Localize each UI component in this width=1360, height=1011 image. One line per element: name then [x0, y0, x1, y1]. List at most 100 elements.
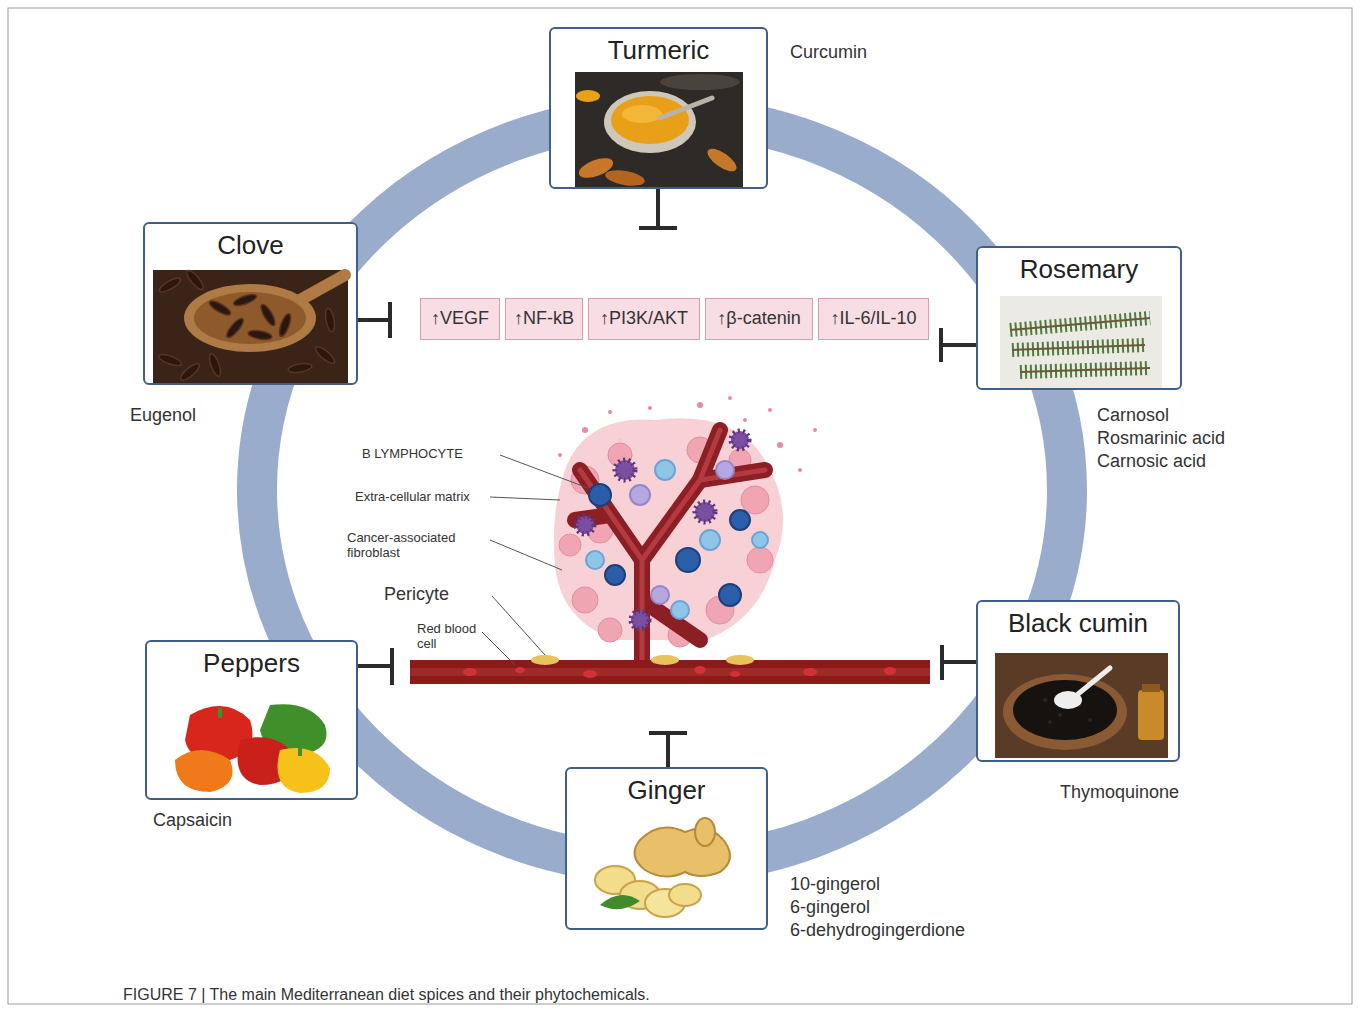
pathway-box: ↑PI3K/AKT: [588, 298, 700, 340]
tumor-illustration: [582, 427, 588, 433]
tumor-illustration: [747, 547, 773, 573]
clove-photo: [208, 299, 233, 318]
clove-photo: [194, 292, 306, 344]
tumor-illustration: [743, 418, 747, 422]
clove-photo: [247, 329, 272, 341]
tumor-illustration: [884, 667, 896, 675]
tumor-illustration: [731, 431, 749, 449]
phytochemical: Curcumin: [790, 42, 867, 63]
tumor-illustration: [651, 586, 669, 604]
pathway-name: ↑NF-kB: [514, 308, 574, 330]
black-cumin-photo: [1048, 720, 1052, 724]
pathway-box: ↑VEGF: [420, 298, 500, 340]
tumor-illustration: [576, 516, 594, 534]
tumor-illustration: [728, 396, 732, 400]
spice-box: Rosemary: [976, 246, 1182, 390]
pathway-name: ↑PI3K/AKT: [600, 308, 688, 330]
spice-name: Ginger: [627, 775, 705, 806]
tumor-illustration: [410, 396, 930, 684]
leader-line: [500, 455, 588, 488]
tumor-illustration: [651, 655, 679, 665]
peppers-photo: [165, 695, 340, 795]
tumor-illustration: [608, 410, 612, 414]
black-cumin-photo: [1142, 684, 1160, 692]
tumor-illustration: [695, 502, 715, 522]
ginger-photo: [590, 815, 745, 925]
inhibition-symbol: [358, 189, 976, 767]
turmeric-photo: [604, 168, 646, 189]
cell-label: Red blood cell: [417, 622, 489, 652]
leader-line: [490, 497, 560, 500]
inhibition-symbol: [358, 318, 390, 322]
rosemary-photo: [1010, 318, 1150, 372]
rosemary-photo: [1010, 318, 1150, 372]
spice-name: Black cumin: [1008, 608, 1148, 639]
inhibition-symbol: [666, 733, 670, 767]
black-cumin-photo: [995, 653, 1168, 758]
turmeric-photo: [576, 90, 600, 102]
turmeric-photo: [611, 96, 689, 144]
clove-photo: [287, 362, 312, 374]
tumor-illustration: [575, 430, 765, 672]
pathway-box: ↑β-catenin: [705, 298, 813, 340]
tumor-illustration: [531, 655, 754, 665]
spice-name: Peppers: [203, 648, 300, 679]
figure-frame: [8, 8, 1352, 1004]
clove-photo: [158, 276, 183, 295]
spice-name: Turmeric: [608, 35, 710, 66]
pathway-box: ↑IL-6/IL-10: [818, 298, 929, 340]
spice-box: Clove: [143, 222, 358, 385]
spice-box: Ginger: [565, 767, 768, 930]
black-cumin-photo: [995, 653, 1168, 758]
tumor-illustration: [410, 668, 930, 676]
turmeric-photo: [622, 105, 662, 123]
ginger-photo: [600, 895, 640, 909]
box-ground: [976, 246, 1182, 390]
tumor-illustration: [630, 461, 734, 604]
inhibition-symbol: [941, 343, 976, 347]
clove-photo: [153, 268, 348, 383]
tumor-illustration: [598, 618, 622, 642]
peppers-photo: [218, 708, 222, 718]
turmeric-photo: [660, 74, 740, 90]
leader-line: [482, 455, 588, 665]
tumor-illustration: [572, 587, 598, 613]
tumor-illustration: [583, 670, 597, 678]
spice-box: Turmeric: [549, 27, 768, 189]
inhibition-symbol: [940, 645, 944, 680]
rosemary-photo: [1020, 368, 1150, 372]
tumor-illustration: [605, 565, 625, 585]
clove-photo: [224, 316, 246, 340]
clove-photo: [313, 344, 337, 366]
tumor-illustration: [615, 460, 635, 480]
clove-photo: [259, 303, 278, 328]
tumor-illustration: [768, 408, 772, 412]
tumor-illustration: [798, 468, 802, 472]
box-ground: [549, 27, 768, 189]
phytochemical: Capsaicin: [153, 810, 232, 831]
clove-photo: [184, 284, 316, 352]
inhibition-symbol: [942, 660, 976, 664]
leader-line: [492, 596, 545, 655]
clove-photo: [277, 312, 293, 337]
black-cumin-photo: [1078, 668, 1110, 694]
inhibition-symbol: [639, 226, 677, 230]
spice-name: Clove: [217, 230, 283, 261]
inhibition-symbol: [390, 648, 394, 685]
tumor-illustration: [589, 484, 750, 606]
tumor-illustration: [813, 428, 817, 432]
phytochemical: 10-gingerol: [790, 874, 880, 895]
tumor-illustration: [463, 668, 477, 676]
tumor-illustration: [676, 548, 700, 572]
tumor-illustration: [694, 666, 706, 674]
cell-label: B LYMPHOCYTE: [362, 447, 463, 462]
box-ground: [143, 222, 358, 385]
tumor-illustration: [630, 485, 650, 505]
tumor-illustration: [700, 530, 720, 550]
phytochemical: Thymoquinone: [1060, 782, 1179, 803]
tumor-illustration: [642, 430, 720, 560]
tumor-illustration: [655, 460, 675, 480]
phytochemical: Carnosic acid: [1097, 451, 1206, 472]
clove-photo: [232, 292, 257, 308]
